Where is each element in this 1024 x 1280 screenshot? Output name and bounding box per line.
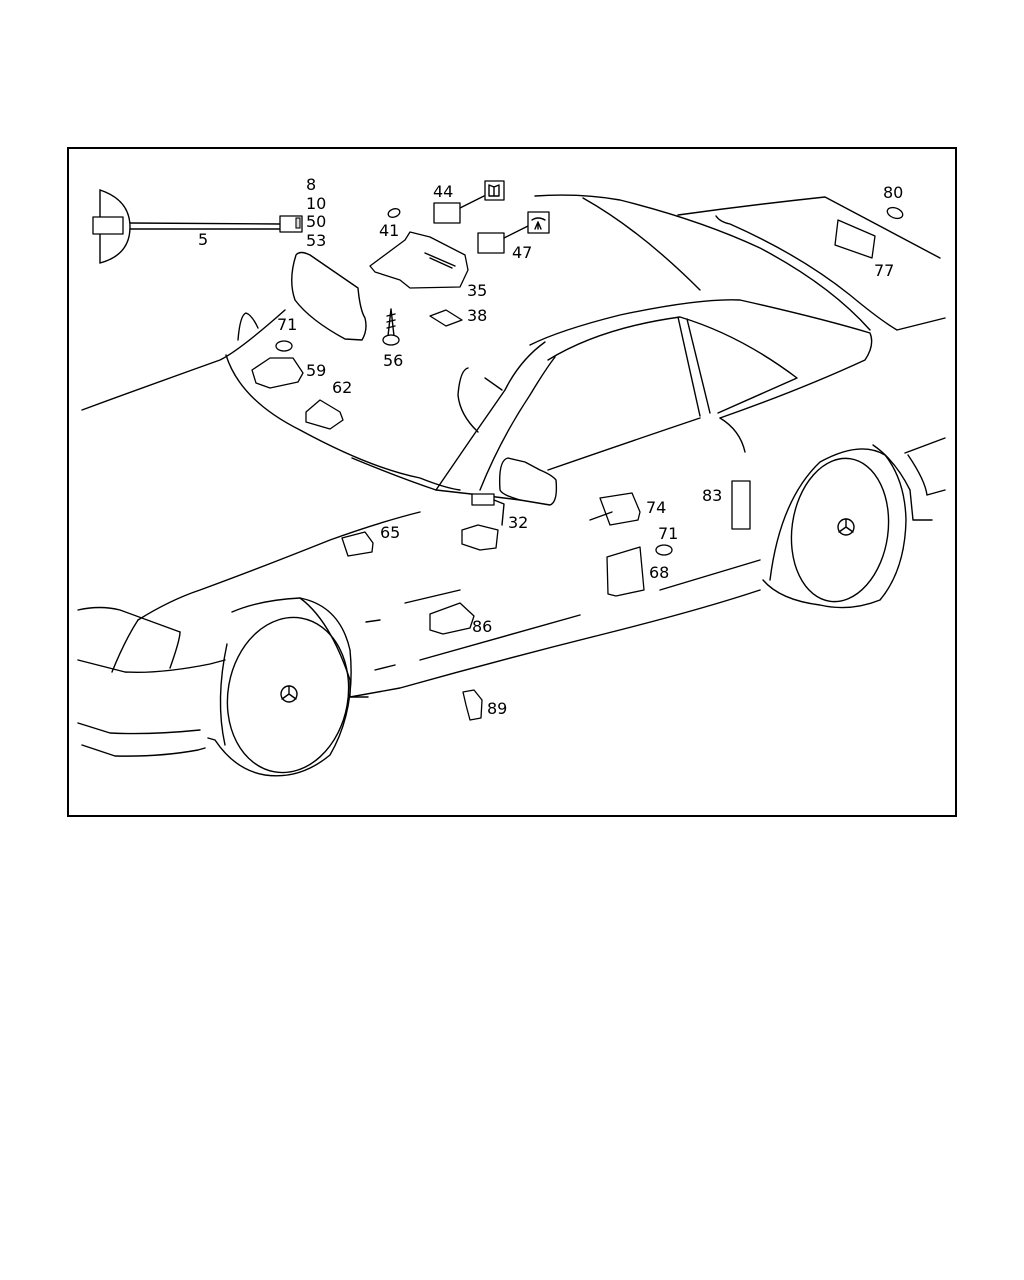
part-71-bulb-door[interactable] [655, 544, 673, 556]
label-38: 38 [467, 306, 487, 325]
label-8: 8 [306, 175, 316, 194]
part-5-lamp-cable[interactable] [92, 189, 303, 264]
part-83-lens[interactable] [731, 480, 751, 530]
part-74-lamp-housing[interactable] [599, 492, 641, 526]
label-68: 68 [649, 563, 669, 582]
label-71-door: 71 [658, 524, 678, 543]
part-71-bulb-front[interactable] [275, 340, 293, 352]
label-35: 35 [467, 281, 487, 300]
part-80-bulb[interactable] [886, 206, 904, 221]
label-5: 5 [198, 230, 208, 249]
label-32: 32 [508, 513, 528, 532]
label-10: 10 [306, 194, 326, 213]
label-83: 83 [702, 486, 722, 505]
label-53: 53 [306, 231, 326, 250]
label-41: 41 [379, 221, 399, 240]
part-68-door-lamp[interactable] [606, 546, 645, 597]
part-32-footwell-lamp[interactable] [461, 493, 505, 551]
part-77-rear-lamp[interactable] [834, 219, 876, 259]
part-35-overhead-console[interactable] [369, 231, 469, 289]
part-44-reading-light-switch[interactable] [433, 180, 505, 224]
label-77: 77 [874, 261, 894, 280]
part-89-clip[interactable] [462, 689, 483, 721]
part-38-lens[interactable] [429, 309, 463, 327]
label-44: 44 [433, 182, 453, 201]
label-80: 80 [883, 183, 903, 202]
label-89: 89 [487, 699, 507, 718]
label-47: 47 [512, 243, 532, 262]
part-56-screw[interactable] [382, 308, 400, 346]
part-59-vanity-lamp[interactable] [251, 357, 304, 389]
label-86: 86 [472, 617, 492, 636]
part-62-lamp[interactable] [305, 399, 344, 430]
label-56: 56 [383, 351, 403, 370]
sun-visor [291, 251, 367, 341]
car-body-outline [77, 194, 946, 777]
label-71-front: 71 [277, 315, 297, 334]
label-65: 65 [380, 523, 400, 542]
label-59: 59 [306, 361, 326, 380]
label-74: 74 [646, 498, 666, 517]
part-47-dome-light-switch[interactable] [477, 211, 550, 254]
label-62: 62 [332, 378, 352, 397]
part-65-courtesy-lamp[interactable] [341, 531, 374, 557]
part-86-door-switch[interactable] [429, 602, 475, 635]
label-50: 50 [306, 212, 326, 231]
part-41-bulb[interactable] [387, 207, 401, 219]
part-labels: 8 10 50 53 5 44 41 47 35 38 56 71 59 62 … [198, 175, 903, 718]
